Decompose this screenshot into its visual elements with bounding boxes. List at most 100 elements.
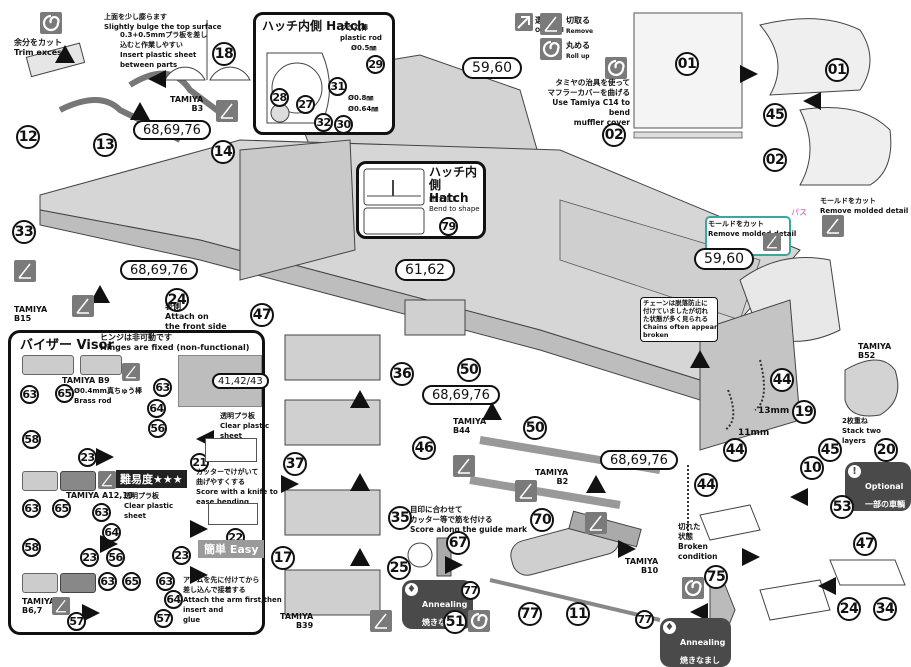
part-24b: 24 <box>837 597 861 621</box>
muffler-cover-02 <box>799 107 892 186</box>
part-64c: 64 <box>164 590 183 609</box>
tamiya-a1213: TAMIYA A12,13 <box>66 491 134 500</box>
note-score-guide: 目印に合わせて カッター等で筋を付ける Score along the guid… <box>410 505 528 534</box>
optional-badge-en: Optional <box>865 482 904 491</box>
arrow-chains <box>690 350 710 368</box>
annealing-badge-2: ♦ Annealing 焼きなまし <box>660 618 732 667</box>
part-12: 12 <box>16 125 40 149</box>
part-58a: 58 <box>22 430 41 449</box>
flame-icon-1: ♦ <box>405 583 418 596</box>
part-57b: 57 <box>154 609 173 628</box>
part-27: 27 <box>296 95 315 114</box>
part-25: 25 <box>387 556 411 580</box>
hatch-d08: Ø0.8㎜ <box>348 94 374 102</box>
plate-broken <box>699 504 761 541</box>
strap-77 <box>489 578 661 622</box>
legend-remove-en: Remove <box>566 28 594 35</box>
part-01a: 01 <box>675 52 699 76</box>
visor-part-6 <box>60 573 96 593</box>
note-clear-sheet-2: 透明プラ板 Clear plastic sheet <box>124 492 174 520</box>
part-18: 18 <box>212 42 236 66</box>
arrow-muffler-02 <box>803 92 821 110</box>
annealing-jp-2: 焼きなまし <box>680 656 720 665</box>
hatch-callout-1-title: ハッチ内側 Hatch <box>262 19 366 33</box>
hatch-bend-label: 曲げ加工 Bend to shape <box>429 195 480 213</box>
cut-icon-b10 <box>585 512 607 534</box>
toolbox-3 <box>284 489 381 536</box>
arrow-53 <box>790 488 808 506</box>
cut-icon-molded-2 <box>822 215 844 237</box>
muffler-cap-b52 <box>844 359 899 417</box>
arrow-b44 <box>482 402 502 420</box>
half-disc-18a <box>164 66 206 81</box>
part-56a: 56 <box>148 419 167 438</box>
arrow-b2 <box>586 475 606 493</box>
hatch-rod-label: プラ丸棒 plastic rod <box>340 24 382 42</box>
part-77b: 77 <box>518 602 542 626</box>
note-chains: チェーンは脱落防止に 付けていましたが切れ た状態が多く見られる Chains … <box>643 299 718 339</box>
cut-icon-b67 <box>52 597 70 615</box>
tamiya-b67: TAMIYA B6,7 <box>22 597 56 615</box>
part-44b: 44 <box>723 438 747 462</box>
disc-25 <box>407 542 433 568</box>
arrow-18 <box>148 70 166 88</box>
legend-roll-jp: 丸める <box>566 41 590 50</box>
muffler-cover-01 <box>759 18 871 96</box>
tamiya-b44: TAMIYA B44 <box>453 417 487 435</box>
arrow-37 <box>281 475 299 493</box>
legend-roll-en: Roll up <box>566 53 590 60</box>
part-46: 46 <box>412 436 436 460</box>
cut-icon <box>540 13 562 35</box>
arrow-75 <box>690 603 708 621</box>
part-63a: 63 <box>20 385 39 404</box>
part-34: 34 <box>873 597 897 621</box>
cut-icon-b39 <box>370 610 392 632</box>
part-57a: 57 <box>67 612 86 631</box>
ref-59-60-a: 59,60 <box>462 57 523 79</box>
hatch-d064: Ø0.64㎜ <box>348 105 379 113</box>
hatch-d05: Ø0.5㎜ <box>351 44 377 52</box>
part-63b: 63 <box>153 378 172 397</box>
arrow-67 <box>445 556 463 574</box>
arrow-b15 <box>90 285 110 303</box>
half-disc-18b <box>209 66 251 81</box>
tank-hull-illustration <box>14 12 906 636</box>
optional-arrow-icon <box>515 13 533 31</box>
visor-plastic-sheet-21 <box>205 438 257 462</box>
label-13mm: 13mm <box>758 406 790 416</box>
part-63f: 63 <box>156 572 175 591</box>
roll-icon <box>540 38 562 60</box>
part-02a: 02 <box>602 123 626 147</box>
part-70: 70 <box>530 508 554 532</box>
part-63e: 63 <box>98 572 117 591</box>
tamiya-b2: TAMIYA B2 <box>535 468 569 486</box>
visor-plastic-sheet-22 <box>208 503 258 525</box>
hatch-callout-2: ハッチ内側 Hatch 曲げ加工 Bend to shape 79 <box>356 161 486 239</box>
hatch-drawing-2 <box>363 168 425 235</box>
part-64a: 64 <box>147 399 166 418</box>
arrow-box-3 <box>350 548 370 566</box>
note-clear-sheet-1: 透明プラ板 Clear plastic sheet <box>220 412 270 440</box>
tamiya-b39: TAMIYA B39 <box>280 612 314 630</box>
arrow-visor-3 <box>190 520 208 538</box>
toolbox-on-hull <box>404 299 466 336</box>
part-20: 20 <box>874 438 898 462</box>
visor-part-4 <box>60 471 96 491</box>
ref-68-69-76-c: 68,69,76 <box>422 385 500 405</box>
arrow-47 <box>818 577 836 595</box>
grille-02 <box>633 131 743 139</box>
visor-title: バイザー Visor <box>20 338 114 353</box>
cut-icon-b3 <box>216 100 238 122</box>
optional-badge-jp: 一部の車輌 <box>865 500 905 509</box>
note-stack-two: 2枚重ね Stack two layers <box>842 417 881 445</box>
chain-11mm <box>724 389 735 431</box>
easy-label: 簡単 Easy <box>198 540 265 558</box>
part-65b: 65 <box>52 499 71 518</box>
tamiya-b9: TAMIYA B9 <box>62 376 110 385</box>
visor-subtitle: ヒンジは非可動です Hinges are fixed (non-function… <box>100 333 250 352</box>
visor-part-3 <box>22 471 58 491</box>
roll-icon-muffler <box>605 57 627 79</box>
part-10: 10 <box>800 456 824 480</box>
cut-icon-a1213 <box>98 471 116 489</box>
part-31: 31 <box>328 77 347 96</box>
